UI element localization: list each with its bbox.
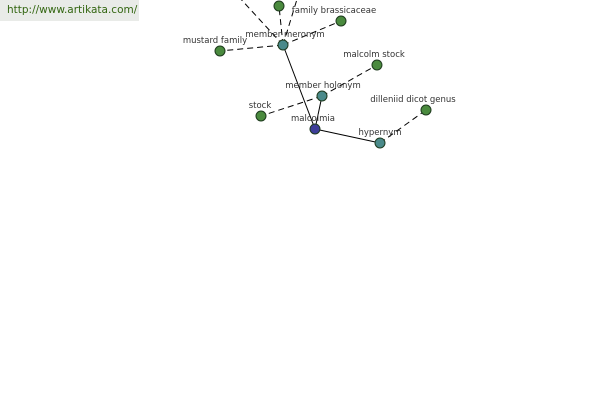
- edge-member-meronym-to-mustard-family: [219, 44, 284, 52]
- edge-malcolmia-to-hypernym: [314, 128, 381, 144]
- node-label-hypernym: hypernym: [358, 128, 401, 138]
- edge-member-holonym-to-stock: [260, 95, 323, 117]
- node-member-meronym[interactable]: [277, 39, 289, 51]
- node-member-holonym[interactable]: [316, 90, 328, 102]
- node-label-malcolm-stock: malcolm stock: [343, 50, 405, 60]
- node-dilleniid-dicot-genus[interactable]: [420, 104, 432, 116]
- edge-member-meronym-to-family-brassicaceae: [282, 20, 342, 46]
- node-mustard-family[interactable]: [214, 45, 226, 57]
- edge-hypernym-to-dilleniid-dicot-genus: [379, 109, 427, 144]
- node-label-malcolmia: malcolmia: [291, 114, 335, 124]
- edge-member-meronym-to-offscreen-b: [282, 0, 298, 46]
- edge-malcolmia-to-member-holonym: [314, 95, 323, 130]
- node-family-brassicaceae[interactable]: [335, 15, 347, 27]
- node-stock[interactable]: [255, 110, 267, 122]
- node-label-member-meronym: member meronym: [245, 30, 324, 40]
- node-label-dilleniid-dicot-genus: dilleniid dicot genus: [370, 95, 456, 105]
- labels-layer: malcolmia member meronym member holonym hyp…: [183, 6, 456, 138]
- node-label-family-brassicaceae: family brassicaceae: [292, 6, 376, 16]
- node-upper-term[interactable]: [273, 0, 285, 12]
- edge-member-meronym-to-upper-term: [278, 5, 284, 46]
- node-label-stock: stock: [249, 101, 272, 111]
- node-malcolm-stock[interactable]: [371, 59, 383, 71]
- edges-layer: [219, 0, 427, 144]
- node-label-member-holonym: member holonym: [285, 81, 360, 91]
- node-hypernym[interactable]: [374, 137, 386, 149]
- edge-member-meronym-to-offscreen-a: [240, 0, 284, 46]
- node-label-mustard-family: mustard family: [183, 36, 247, 46]
- source-link[interactable]: http://www.artikata.com/: [0, 0, 139, 21]
- edge-malcolmia-to-member-meronym: [282, 44, 316, 130]
- nodes-layer: [214, 0, 432, 149]
- node-malcolmia[interactable]: [309, 123, 321, 135]
- edge-member-holonym-to-malcolm-stock: [321, 64, 378, 97]
